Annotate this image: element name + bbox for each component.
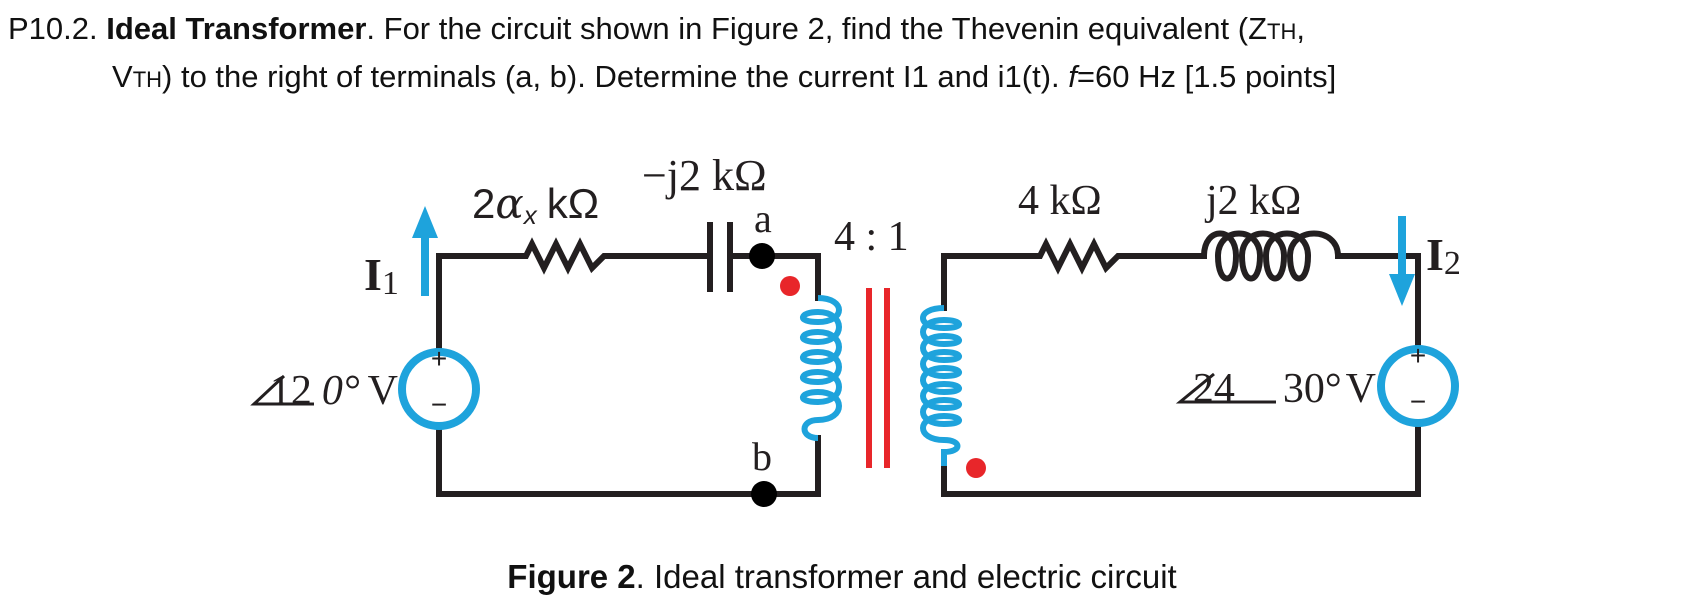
figure-caption: Figure 2. Ideal transformer and electric… <box>0 558 1684 596</box>
inductor-coil <box>1201 230 1341 282</box>
caption-label: Figure 2 <box>507 558 636 595</box>
frequency-symbol: f <box>1068 59 1077 94</box>
capacitor-label: −j2 kΩ <box>642 151 767 200</box>
caption-text: . Ideal transformer and electric circuit <box>635 558 1177 595</box>
problem-line-2: VTH) to the right of terminals (a, b). D… <box>8 54 1676 102</box>
terminal-a-label: a <box>754 196 772 241</box>
resistor-right-label: 4 kΩ <box>1018 178 1102 224</box>
subscript-th-1: TH <box>1267 19 1297 44</box>
secondary-polarity-dot <box>966 458 986 478</box>
problem-text-4: ) to the right of terminals (a, b). Dete… <box>162 59 1060 94</box>
right-source-plus: + <box>1410 340 1426 371</box>
problem-statement: P10.2. Ideal Transformer. For the circui… <box>8 6 1676 102</box>
primary-polarity-dot <box>780 276 800 296</box>
subscript-th-2: TH <box>132 67 163 92</box>
current-i1-label: I1 <box>364 249 399 302</box>
left-angle-symbol <box>250 374 314 406</box>
right-source-minus: − <box>1410 386 1426 417</box>
problem-number: P10.2. <box>8 11 98 46</box>
problem-text-1: . For the circuit shown in Figure 2, fin… <box>366 11 1268 46</box>
inductor-label: j2 kΩ <box>1204 178 1301 224</box>
current-arrow-i2 <box>1389 216 1415 306</box>
wires <box>436 237 1421 497</box>
turns-ratio-label: 4 : 1 <box>834 214 909 260</box>
left-voltage-source <box>398 348 480 430</box>
terminal-b-node <box>751 481 777 507</box>
problem-text-5: =60 Hz [1.5 points] <box>1076 59 1337 94</box>
current-arrow-i1 <box>412 206 438 296</box>
problem-line-1: P10.2. Ideal Transformer. For the circui… <box>8 6 1676 54</box>
right-angle-symbol <box>1175 372 1276 404</box>
wire-secondary-top <box>941 237 1207 311</box>
terminal-b-label: b <box>752 434 772 479</box>
right-voltage-source <box>1377 345 1459 427</box>
problem-title: Ideal Transformer <box>106 11 367 46</box>
wire-primary-to-bottom <box>436 419 821 497</box>
left-source-plus: + <box>431 343 447 374</box>
secondary-coil <box>920 305 962 466</box>
primary-coil <box>800 295 842 441</box>
wire-left-top <box>436 237 711 359</box>
problem-text-2: , <box>1296 11 1305 46</box>
wire-right-side-bottom <box>941 417 1421 497</box>
left-source-minus: − <box>431 389 447 420</box>
problem-text-3: V <box>112 59 133 94</box>
current-i2-label: I2 <box>1426 229 1461 282</box>
terminal-a-node <box>749 243 775 269</box>
